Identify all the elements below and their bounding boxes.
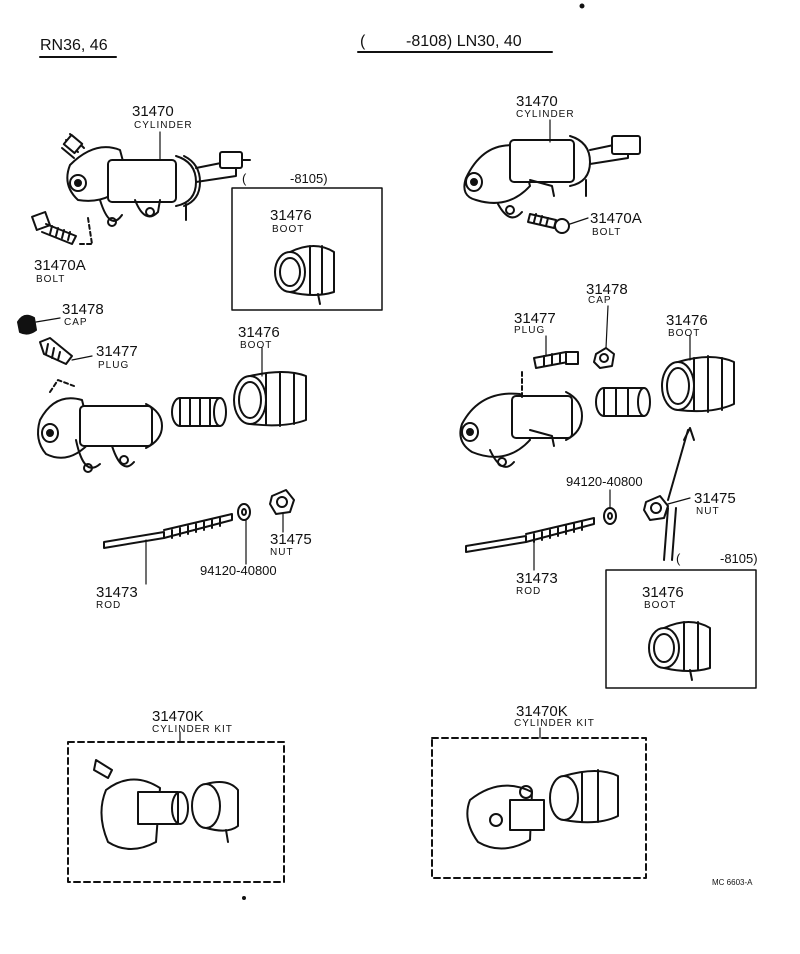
- left-bolt-number: 31470A: [34, 257, 86, 274]
- left-cylinder-illustration: [61, 133, 251, 227]
- right-bolt-number: 31470A: [590, 210, 642, 227]
- left-rod-illustration: [103, 513, 233, 585]
- left-plug-number: 31477: [96, 343, 138, 360]
- scan-speck: [242, 896, 246, 900]
- left-box-boot-illustration: [274, 245, 335, 305]
- right-washer-illustration: [603, 489, 617, 525]
- right-bolt-illustration: [527, 213, 589, 234]
- right-box-boot-illustration: [648, 621, 711, 681]
- scan-speck: [579, 3, 585, 9]
- right-cap-name: CAP: [588, 295, 612, 306]
- right-kit-illustration: [466, 769, 619, 850]
- right-rod-illustration: [465, 517, 595, 571]
- right-nut-illustration: [643, 495, 691, 521]
- left-rod-name: ROD: [96, 600, 122, 611]
- left-piston-illustration: [171, 397, 227, 427]
- left-cylinder-name: CYLINDER: [134, 120, 193, 131]
- figure-code: MC 6603-A: [712, 878, 753, 887]
- right-box-open-paren: (: [676, 551, 681, 566]
- header-right-open-paren: (: [360, 33, 366, 50]
- right-boot-box-frame: [605, 569, 757, 689]
- right-lower-cylinder-illustration: [459, 371, 583, 468]
- right-washer-number: 94120-40800: [566, 474, 643, 489]
- left-plug-name: PLUG: [98, 360, 130, 371]
- left-lower-cylinder-illustration: [37, 379, 163, 473]
- right-plug-name: PLUG: [514, 325, 546, 336]
- left-bolt-name: BOLT: [36, 274, 66, 285]
- left-boot-box-frame: [231, 187, 383, 311]
- left-boot-name: BOOT: [240, 340, 273, 351]
- left-washer-illustration: [237, 503, 251, 565]
- left-box-open-paren: (: [242, 171, 247, 186]
- left-cap-number: 31478: [62, 301, 104, 318]
- left-bolt-illustration: [31, 211, 93, 245]
- right-cylinder-number: 31470: [516, 93, 558, 110]
- left-cap-illustration: [17, 314, 61, 335]
- left-cylinder-number: 31470: [132, 103, 174, 120]
- right-nut-number: 31475: [694, 490, 736, 507]
- right-cap-number: 31478: [586, 281, 628, 298]
- right-boot-illustration: [661, 335, 735, 413]
- left-box-boot-name: BOOT: [272, 224, 305, 235]
- left-nut-name: NUT: [270, 547, 294, 558]
- left-nut-illustration: [269, 489, 295, 533]
- left-cap-name: CAP: [64, 317, 88, 328]
- right-piston-illustration: [595, 387, 651, 417]
- right-rod-name: ROD: [516, 586, 542, 597]
- right-box-boot-name: BOOT: [644, 600, 677, 611]
- left-kit-name: CYLINDER KIT: [152, 724, 233, 735]
- right-flow-arrow: [667, 427, 695, 501]
- right-boot-number: 31476: [666, 312, 708, 329]
- right-plug-illustration: [533, 335, 579, 369]
- right-cylinder-name: CYLINDER: [516, 109, 575, 120]
- left-kit-illustration: [93, 759, 239, 850]
- right-cap-illustration: [593, 305, 615, 369]
- left-rod-number: 31473: [96, 584, 138, 601]
- right-flow-band: [663, 507, 677, 561]
- right-kit-frame: [431, 737, 647, 879]
- right-box-range: -8105): [720, 551, 758, 566]
- right-nut-name: NUT: [696, 506, 720, 517]
- left-nut-number: 31475: [270, 531, 312, 548]
- right-plug-number: 31477: [514, 310, 556, 327]
- right-bolt-name: BOLT: [592, 227, 622, 238]
- right-cylinder-illustration: [463, 135, 641, 219]
- left-box-boot-number: 31476: [270, 207, 312, 224]
- left-plug-illustration: [39, 337, 93, 365]
- right-kit-name: CYLINDER KIT: [514, 718, 595, 729]
- left-boot-number: 31476: [238, 324, 280, 341]
- left-boot-illustration: [233, 371, 307, 427]
- left-kit-number: 31470K: [152, 708, 204, 725]
- right-kit-number: 31470K: [516, 703, 568, 720]
- right-boot-name: BOOT: [668, 328, 701, 339]
- left-box-range: -8105): [290, 171, 328, 186]
- left-washer-number: 94120-40800: [200, 563, 277, 578]
- header-right-models: -8108) LN30, 40: [406, 33, 522, 50]
- right-rod-number: 31473: [516, 570, 558, 587]
- header-left-models: RN36, 46: [40, 37, 108, 54]
- left-kit-frame: [67, 741, 285, 883]
- right-box-boot-number: 31476: [642, 584, 684, 601]
